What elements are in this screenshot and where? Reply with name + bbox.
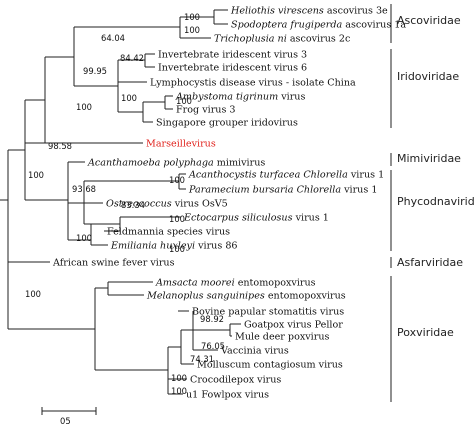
bootstrap-value: 83.34 bbox=[121, 200, 145, 210]
bootstrap-value: 100 bbox=[184, 25, 200, 35]
leaf-label: Acanthamoeba polyphaga mimivirus bbox=[87, 158, 265, 169]
family-label: Ascoviridae bbox=[397, 14, 461, 27]
leaf-label: u1 Fowlpox virus bbox=[186, 390, 269, 401]
leaf-label: Trichoplusia ni ascovirus 2c bbox=[214, 34, 350, 45]
leaf-label: Heliothis virescens ascovirus 3e bbox=[230, 6, 388, 17]
leaf-label: Frog virus 3 bbox=[176, 105, 236, 116]
leaf-label: Amsacta moorei entomopoxvirus bbox=[155, 278, 316, 289]
leaf-label: Lymphocystis disease virus - isolate Chi… bbox=[150, 78, 356, 89]
leaf-label: Emiliania huxleyi virus 86 bbox=[110, 241, 238, 252]
bootstrap-value: 93.68 bbox=[72, 184, 96, 194]
leaf-label: Feldmannia species virus bbox=[107, 227, 230, 238]
bootstrap-value: 100 bbox=[171, 373, 187, 383]
bootstrap-values: 100 100 64.04 84.42 99.95 100 100 100 98.58 100 10… bbox=[25, 12, 225, 396]
leaf-label: Acanthocystis turfacea Chlorella virus 1 bbox=[188, 170, 384, 181]
leaf-label: Marseillevirus bbox=[146, 139, 216, 150]
bootstrap-value: 64.04 bbox=[101, 33, 125, 43]
leaf-label: Ostreococcus virus OsV5 bbox=[106, 199, 228, 210]
family-label: Mimiviridae bbox=[397, 152, 461, 165]
leaf-label: Ectocarpus siliculosus virus 1 bbox=[183, 213, 329, 224]
leaf-label: Molluscum contagiosum virus bbox=[197, 360, 343, 371]
bootstrap-value: 100 bbox=[28, 170, 44, 180]
bootstrap-value: 100 bbox=[171, 386, 187, 396]
leaf-label: Singapore grouper iridovirus bbox=[156, 118, 298, 129]
family-label: Iridoviridae bbox=[397, 70, 459, 83]
leaf-labels: Heliothis virescens ascovirus 3e Spodopte… bbox=[52, 6, 406, 401]
tree-branches bbox=[0, 9, 241, 395]
leaf-label: Invertebrate iridescent virus 6 bbox=[158, 63, 307, 74]
bootstrap-value: 84.42 bbox=[120, 53, 144, 63]
leaf-label: Mule deer poxvirus bbox=[235, 332, 330, 343]
family-label: Poxviridae bbox=[397, 326, 454, 339]
leaf-label: Crocodilepox virus bbox=[190, 375, 281, 386]
bootstrap-value: 100 bbox=[76, 102, 92, 112]
bootstrap-value: 74.31 bbox=[190, 354, 214, 364]
leaf-label: Goatpox virus Pellor bbox=[244, 320, 343, 331]
bootstrap-value: 98.58 bbox=[48, 141, 72, 151]
family-labels: AscoviridaeIridoviridaeMimiviridaePhycod… bbox=[397, 14, 474, 339]
leaf-label: Bovine papular stomatitis virus bbox=[192, 307, 344, 318]
leaf-label: Paramecium bursaria Chlorella virus 1 bbox=[188, 185, 377, 196]
leaf-label: Vaccinia virus bbox=[220, 346, 289, 357]
family-label: Phycodnaviridae bbox=[397, 195, 474, 208]
bootstrap-value: 100 bbox=[184, 12, 200, 22]
bootstrap-value: 100 bbox=[169, 214, 185, 224]
bootstrap-value: 100 bbox=[169, 175, 185, 185]
leaf-label: Invertebrate iridescent virus 3 bbox=[158, 50, 307, 61]
leaf-label: Ambystoma tigrinum virus bbox=[175, 92, 305, 103]
bootstrap-value: 100 bbox=[121, 93, 137, 103]
bootstrap-value: 100 bbox=[76, 233, 92, 243]
leaf-label: Spodoptera frugiperda ascovirus 1a bbox=[231, 20, 406, 31]
scale-bar-label: 05 bbox=[60, 416, 71, 424]
scale-bar: 05 bbox=[41, 407, 97, 424]
bootstrap-value: 100 bbox=[169, 244, 185, 254]
bootstrap-value: 76.05 bbox=[201, 341, 225, 351]
bootstrap-value: 98.92 bbox=[200, 314, 224, 324]
family-label: Asfarviridae bbox=[397, 256, 463, 269]
leaf-label: African swine fever virus bbox=[52, 258, 175, 269]
bootstrap-value: 99.95 bbox=[83, 66, 107, 76]
leaf-label: Melanoplus sanguinipes entomopoxvirus bbox=[146, 291, 346, 302]
bootstrap-value: 100 bbox=[176, 96, 192, 106]
bootstrap-value: 100 bbox=[25, 289, 41, 299]
